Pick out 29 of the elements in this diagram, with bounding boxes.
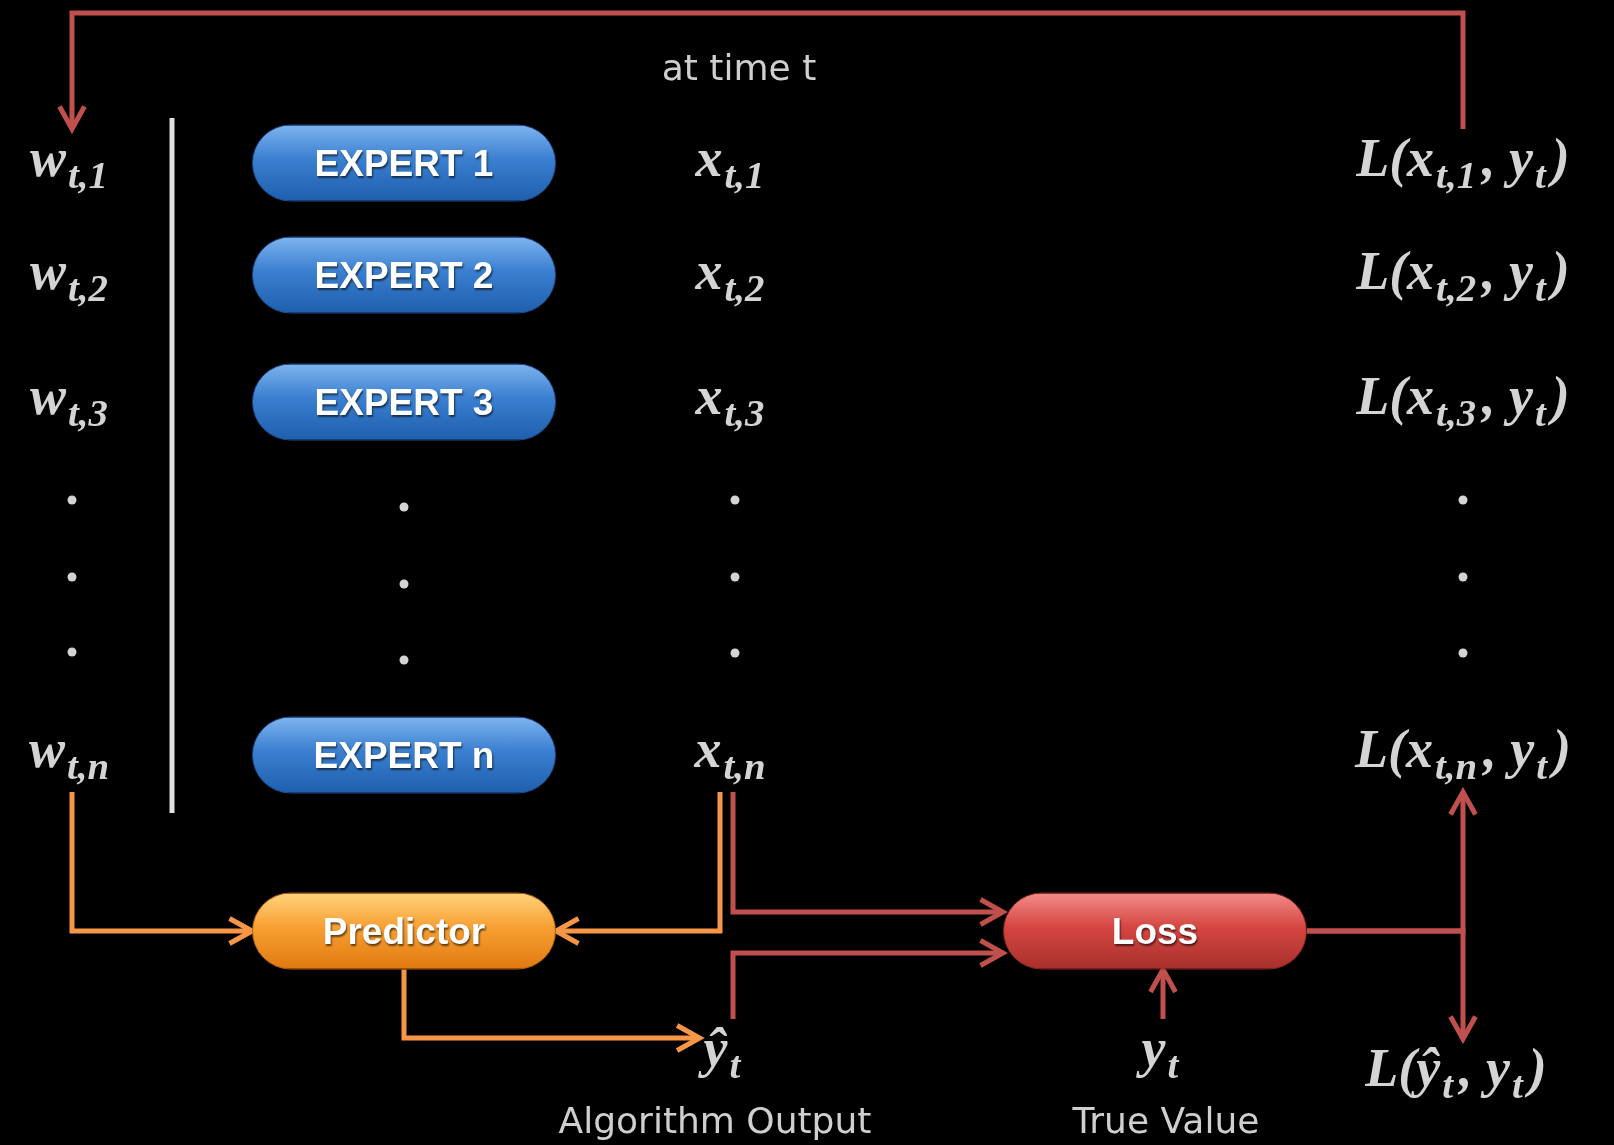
arrow	[730, 938, 1006, 1019]
loss-pill: Loss	[1003, 892, 1307, 970]
math-label: L(ŷ$_{t}$, y$_{t}$)	[1361, 1039, 1551, 1111]
math-label: w$_{t,n}$	[24, 720, 120, 792]
arrow	[1307, 928, 1478, 1042]
math-label: x$_{t,1}$	[691, 129, 775, 201]
math-label: w$_{t,3}$	[26, 367, 118, 439]
caption-text: Algorithm Output	[558, 1099, 872, 1141]
math-label: L(x$_{t,2}$, y$_{t}$)	[1352, 242, 1574, 314]
arrow	[57, 10, 1466, 132]
math-label: w$_{t,1}$	[26, 129, 118, 201]
math-label: L(x$_{t,n}$, y$_{t}$)	[1351, 720, 1575, 792]
expert-pill: EXPERT 1	[252, 124, 556, 202]
math-label: x$_{t,n}$	[690, 720, 776, 792]
math-label: L(x$_{t,3}$, y$_{t}$)	[1352, 367, 1574, 439]
arrow	[730, 792, 1006, 927]
math-label: x$_{t,2}$	[691, 242, 775, 314]
predictor-pill: Predictor	[252, 892, 556, 970]
math-label: y$_{t}$	[1137, 1019, 1189, 1091]
math-label: x$_{t,3}$	[691, 367, 775, 439]
math-label: w$_{t,2}$	[26, 242, 118, 314]
expert-pill: EXPERT n	[252, 716, 556, 794]
caption-text: True Value	[1072, 1099, 1260, 1141]
arrow	[401, 969, 703, 1053]
math-label: ŷ$_{t}$	[699, 1019, 751, 1091]
arrow	[1148, 967, 1178, 1019]
expert-pill: EXPERT 2	[252, 236, 556, 314]
math-label: L(x$_{t,1}$, y$_{t}$)	[1352, 129, 1574, 201]
expert-pill: EXPERT 3	[252, 363, 556, 441]
